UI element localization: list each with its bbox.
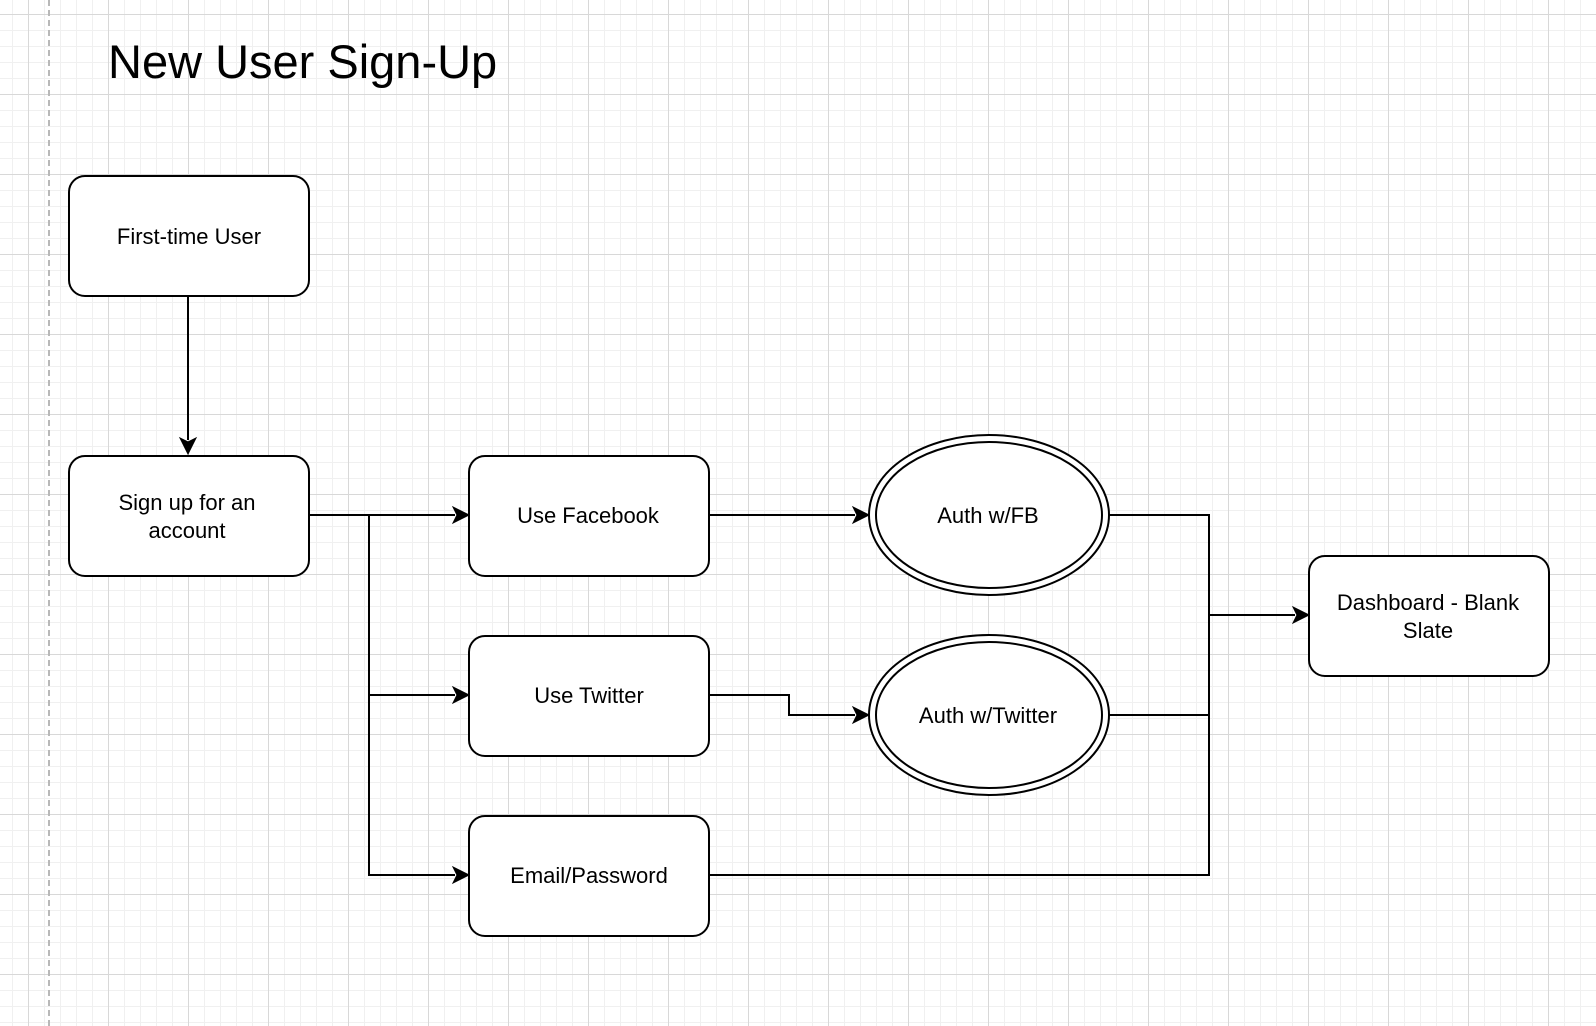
arrowhead-sign-up	[178, 436, 198, 456]
node-dashboard-label-line-1: Dashboard - Blank	[1337, 590, 1520, 615]
node-use-facebook-label: Use Facebook	[517, 503, 660, 528]
node-auth-fb[interactable]: Auth w/FB	[868, 434, 1110, 596]
node-auth-twitter-inner-ellipse	[875, 641, 1103, 789]
node-sign-up-shape	[68, 455, 310, 577]
node-dashboard[interactable]: Dashboard - Blank Slate	[1308, 555, 1550, 677]
node-first-time-user-shape	[68, 175, 310, 297]
node-use-facebook[interactable]: Use Facebook	[468, 455, 710, 577]
edge-auth-fb-to-dashboard[interactable]	[1109, 514, 1295, 616]
node-email-password-label: Email/Password	[510, 863, 668, 888]
edge-use-twitter-to-auth-twitter[interactable]	[709, 694, 855, 716]
arrowhead-use-twitter	[451, 685, 471, 705]
node-use-twitter-shape	[468, 635, 710, 757]
node-first-time-user-label: First-time User	[117, 224, 261, 249]
node-dashboard-label-line-2: Slate	[1403, 618, 1453, 643]
edge-auth-twitter-to-dashboard[interactable]	[1109, 615, 1210, 716]
node-auth-twitter[interactable]: Auth w/Twitter	[868, 634, 1110, 796]
edge-sign-up-to-email-password[interactable]	[368, 695, 455, 876]
page-boundary-line	[48, 0, 50, 1026]
node-use-facebook-shape	[468, 455, 710, 577]
node-auth-fb-label: Auth w/FB	[937, 503, 1038, 528]
arrowhead-use-facebook	[451, 505, 471, 525]
node-sign-up[interactable]: Sign up for an account	[68, 455, 310, 577]
node-first-time-user[interactable]: First-time User	[68, 175, 310, 297]
node-sign-up-label-line-1: Sign up for an	[119, 490, 256, 515]
arrowhead-dashboard	[1291, 605, 1311, 625]
node-use-twitter[interactable]: Use Twitter	[468, 635, 710, 757]
node-email-password[interactable]: Email/Password	[468, 815, 710, 937]
node-email-password-shape	[468, 815, 710, 937]
node-dashboard-shape	[1308, 555, 1550, 677]
diagram-title[interactable]: New User Sign-Up	[108, 35, 498, 88]
edges	[178, 296, 1311, 885]
arrowhead-auth-fb	[851, 505, 871, 525]
edge-email-password-to-dashboard[interactable]	[709, 715, 1210, 876]
node-use-twitter-label: Use Twitter	[534, 683, 644, 708]
edge-sign-up-to-use-twitter[interactable]	[368, 515, 455, 696]
node-auth-twitter-label: Auth w/Twitter	[919, 703, 1057, 728]
node-sign-up-label-line-2: account	[148, 518, 225, 543]
node-auth-fb-inner-ellipse	[875, 441, 1103, 589]
arrowhead-auth-twitter	[851, 705, 871, 725]
arrowhead-email-password	[451, 865, 471, 885]
